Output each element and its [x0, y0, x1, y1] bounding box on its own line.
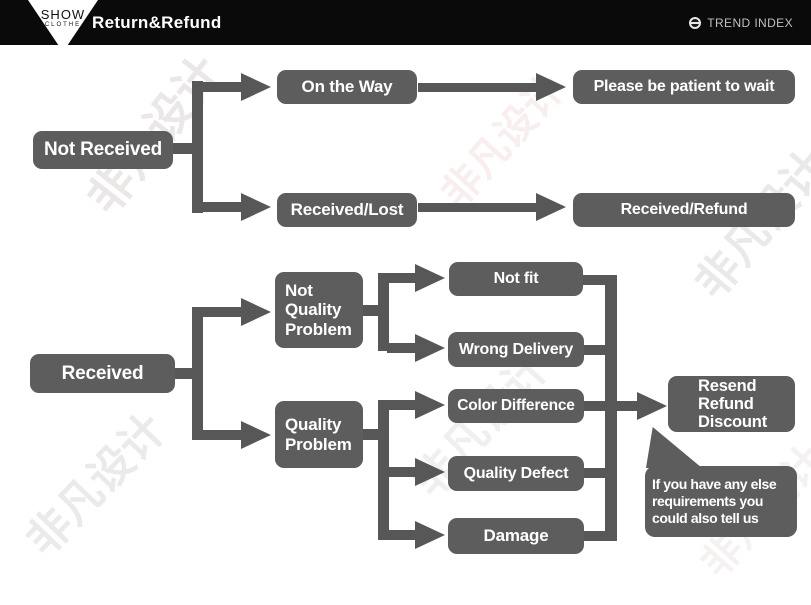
connector-collector-vline [605, 275, 617, 541]
connector-on-the-way-result [418, 83, 538, 92]
node-line: Quality [285, 300, 342, 320]
arrowhead-wrong-delivery [415, 334, 445, 362]
node-line: Discount [698, 413, 767, 432]
connector-received-stub [173, 368, 198, 379]
connector-result-bar [617, 401, 639, 411]
connector-not-received-vline [192, 81, 203, 213]
arrowhead-quality-defect [415, 458, 445, 486]
connector-not-received-stub [171, 143, 198, 154]
connector-received-vline [192, 307, 203, 440]
logo-text-show: SHOW [40, 7, 86, 22]
arrowhead-not-fit [415, 264, 445, 292]
arrowhead-quality [241, 421, 271, 449]
arrowhead-result [637, 392, 667, 420]
header-bar: Return&Refund TREND INDEX [0, 0, 811, 45]
brand-area: TREND INDEX [689, 0, 793, 45]
note-line: could also tell us [652, 510, 759, 527]
page-title: Return&Refund [92, 12, 222, 32]
brand-name: TREND INDEX [707, 15, 793, 30]
connector-branch-quality [201, 430, 241, 440]
arrowhead-patient-wait [536, 73, 566, 101]
connector-branch-not-quality [201, 307, 241, 317]
connector-wrong-delivery-out [584, 345, 606, 355]
watermark-text: 非凡设计 [16, 404, 176, 567]
node-resend-refund-discount: Resend Refund Discount [668, 376, 795, 432]
node-on-the-way: On the Way [277, 70, 417, 104]
connector-branch-not-fit [387, 273, 415, 283]
connector-branch-color-difference [387, 400, 415, 410]
trend-index-globe-icon [689, 16, 702, 29]
node-received-lost: Received/Lost [277, 193, 417, 227]
connector-branch-damage [387, 530, 415, 540]
connector-quality-vline [378, 400, 389, 540]
speech-bubble-note: If you have any else requirements you co… [645, 466, 797, 537]
connector-not-quality-stub [361, 305, 386, 316]
connector-not-quality-vline [378, 273, 389, 351]
connector-damage-out [584, 531, 606, 541]
node-received: Received [30, 354, 175, 393]
note-line: If you have any else [652, 475, 777, 492]
connector-quality-defect-out [584, 468, 606, 478]
node-line: Problem [285, 434, 352, 454]
node-received-refund: Received/Refund [573, 193, 795, 227]
connector-color-difference-out [584, 401, 606, 411]
connector-not-fit-out [583, 275, 607, 285]
node-line: Not [285, 281, 313, 301]
node-not-quality-problem: Not Quality Problem [275, 272, 363, 348]
node-quality-defect: Quality Defect [448, 456, 584, 491]
node-line: Problem [285, 319, 352, 339]
speech-bubble-tail [646, 427, 702, 468]
arrowhead-received-lost [241, 193, 271, 221]
node-not-received: Not Received [33, 131, 173, 169]
node-not-fit: Not fit [449, 262, 583, 296]
arrowhead-damage [415, 521, 445, 549]
node-color-difference: Color Difference [448, 389, 584, 423]
arrowhead-not-quality [241, 298, 271, 326]
node-quality-problem: Quality Problem [275, 401, 363, 468]
node-damage: Damage [448, 518, 584, 554]
connector-branch-quality-defect [387, 467, 415, 477]
arrowhead-color-difference [415, 391, 445, 419]
arrowhead-on-the-way [241, 73, 271, 101]
connector-quality-stub [361, 429, 386, 440]
connector-branch-on-the-way [201, 82, 241, 92]
connector-branch-wrong-delivery [387, 343, 415, 353]
logo-text-clothe: CLOTHE [44, 22, 82, 28]
connector-received-lost-result [418, 203, 538, 212]
node-line: Resend [698, 376, 757, 395]
node-please-be-patient: Please be patient to wait [573, 70, 795, 104]
arrowhead-received-refund [536, 193, 566, 221]
node-line: Quality [285, 415, 342, 435]
node-line: Refund [698, 394, 754, 413]
connector-branch-received-lost [201, 202, 241, 212]
note-line: requirements you [652, 492, 764, 509]
node-wrong-delivery: Wrong Delivery [448, 332, 584, 367]
